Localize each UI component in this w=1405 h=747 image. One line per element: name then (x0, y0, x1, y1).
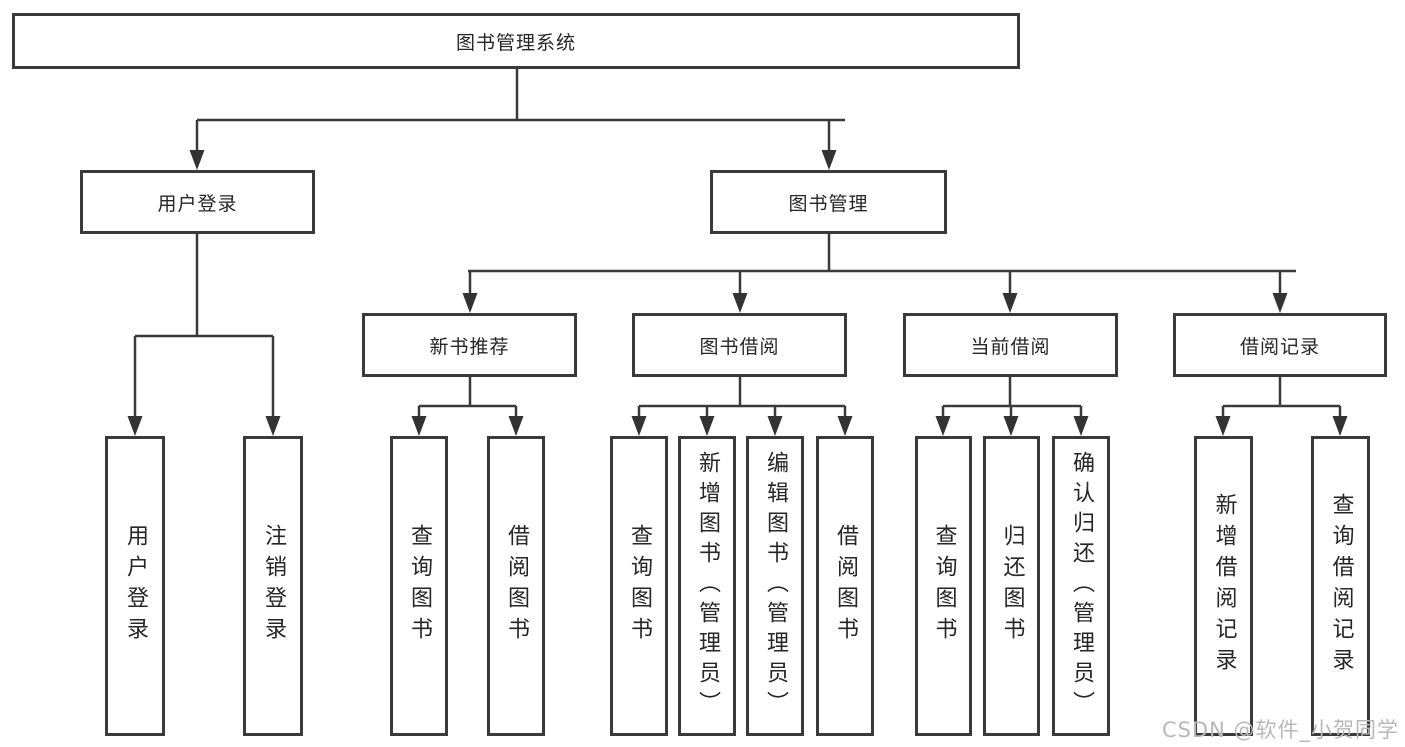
node-user-login-leaf: 用户登录 (105, 436, 165, 736)
node-label: 注销登录 (261, 524, 286, 648)
node-borrow-books-recommend: 借阅图书 (487, 436, 545, 736)
node-query-borrow-record: 查询借阅记录 (1311, 436, 1370, 736)
node-book-borrowing: 图书借阅 (632, 313, 847, 377)
node-label: 借阅图书 (504, 524, 529, 648)
node-label: 新增借阅记录 (1211, 493, 1237, 679)
watermark-text: CSDN @软件_小贺同学 (1161, 718, 1399, 742)
node-query-books-recommend: 查询图书 (390, 436, 448, 736)
node-label: 查询图书 (931, 524, 957, 648)
node-edit-books-admin: 编辑图书（管理员） (746, 436, 804, 736)
node-confirm-return-admin: 确认归还（管理员） (1052, 436, 1110, 736)
node-label: 查询借阅记录 (1328, 493, 1354, 679)
node-add-books-admin: 新增图书（管理员） (678, 436, 736, 736)
node-new-book-recommendation: 新书推荐 (362, 313, 577, 377)
node-label: 查询图书 (627, 524, 652, 648)
node-book-management: 图书管理 (710, 170, 947, 234)
node-logout: 注销登录 (243, 436, 303, 736)
node-label: 用户登录 (123, 524, 148, 648)
node-label: 新增图书（管理员） (695, 451, 720, 721)
node-return-books: 归还图书 (983, 436, 1040, 736)
node-label: 确认归还（管理员） (1069, 451, 1094, 721)
node-library-management-system: 图书管理系统 (12, 13, 1020, 69)
node-label: 编辑图书（管理员） (763, 451, 788, 721)
node-query-books-current: 查询图书 (915, 436, 972, 736)
node-borrowing-records: 借阅记录 (1173, 313, 1387, 377)
node-label: 查询图书 (407, 524, 432, 648)
node-query-books-borrowing: 查询图书 (610, 436, 668, 736)
node-current-borrowing: 当前借阅 (903, 313, 1118, 377)
node-add-borrow-record: 新增借阅记录 (1194, 436, 1253, 736)
node-borrow-books-borrowing: 借阅图书 (816, 436, 874, 736)
node-user-login-branch: 用户登录 (80, 170, 315, 234)
node-label: 归还图书 (999, 524, 1025, 648)
node-label: 借阅图书 (833, 524, 858, 648)
